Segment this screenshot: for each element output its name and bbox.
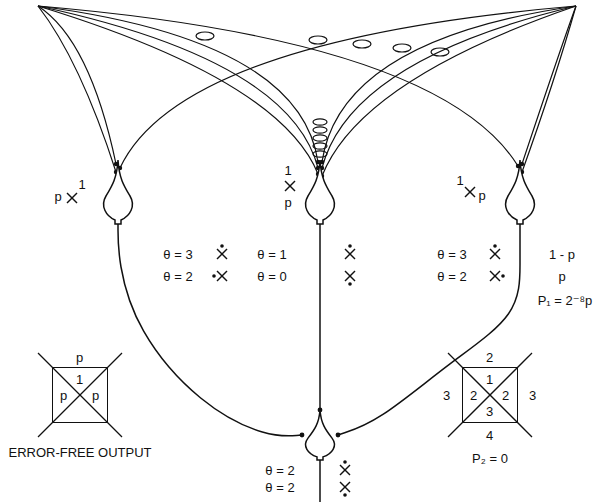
square-diagonals — [38, 353, 532, 437]
input-label: 1 — [284, 164, 291, 177]
cell-value: p — [92, 388, 99, 401]
cross-symbol — [217, 244, 227, 259]
neuron: θ = 3θ = 2 — [502, 160, 538, 224]
input-label: p — [284, 196, 291, 209]
input-fibre — [38, 6, 518, 166]
neuron-outline — [100, 160, 136, 224]
synapse-dot — [300, 433, 305, 438]
input-fibre — [38, 6, 116, 172]
caption-note: ERROR-FREE OUTPUT — [9, 446, 152, 459]
input-fibre — [322, 6, 576, 176]
inhibitory-loop — [313, 143, 327, 149]
threshold-label: θ = 2 — [265, 464, 294, 477]
cross-symbol — [340, 460, 350, 475]
threshold-label: θ = 1 — [257, 248, 286, 261]
input-fibre — [38, 6, 116, 164]
cell-value: 3 — [486, 404, 493, 417]
cell-value: 1 — [486, 372, 493, 385]
truth-square: 21223334 — [462, 367, 518, 423]
input-label: p — [54, 190, 61, 203]
neuron-outline — [502, 160, 538, 224]
cross-symbol — [490, 271, 505, 281]
axon-connector — [118, 224, 302, 436]
output-axon — [319, 460, 321, 502]
cell-value: 4 — [486, 428, 493, 441]
cross-symbol — [285, 181, 295, 191]
input-label: p — [478, 189, 485, 202]
threshold-label: θ = 3 — [163, 248, 192, 261]
cross-symbol — [345, 271, 355, 286]
cross-symbol — [345, 244, 355, 259]
input-label: 1 — [456, 174, 463, 187]
input-fibres — [38, 6, 576, 178]
inhibitory-loop — [313, 135, 327, 141]
cell-value: 2 — [470, 388, 477, 401]
cross-symbol — [67, 193, 77, 203]
cross-symbol — [212, 271, 227, 281]
threshold-label: θ = 3 — [437, 248, 466, 261]
inhibitory-loop — [196, 32, 214, 40]
cell-value: 2 — [502, 388, 509, 401]
input-fibre — [38, 6, 318, 162]
inhibitory-loop — [313, 151, 327, 157]
cross-symbol — [465, 187, 475, 197]
input-label: 1 - p — [549, 248, 575, 261]
threshold-label: θ = 2 — [265, 481, 294, 494]
inhibitory-loop — [309, 36, 327, 44]
truth-square: p1pp — [52, 367, 108, 423]
cell-value: 3 — [529, 388, 536, 401]
input-fibre — [522, 6, 576, 172]
inhibitory-loop — [353, 40, 371, 48]
cell-value: 1 — [76, 372, 83, 385]
cell-value: 2 — [486, 350, 493, 363]
inhibitory-loop — [431, 48, 449, 56]
input-label: p — [558, 270, 565, 283]
threshold-label: θ = 0 — [257, 270, 286, 283]
inhibitory-loop — [393, 44, 411, 52]
output-neuron: θ = 2θ = 2 — [302, 410, 338, 460]
input-fibre — [522, 6, 576, 164]
probability-note: P₂ = 0 — [472, 452, 508, 465]
neuron-outline — [302, 160, 338, 224]
neuron-outline — [302, 410, 338, 460]
input-label: 1 — [78, 178, 85, 191]
inhibitory-loop — [313, 119, 327, 125]
cell-value: p — [76, 350, 83, 363]
cross-symbol — [490, 244, 500, 259]
cross-symbol — [340, 482, 350, 497]
axon-connector — [338, 224, 520, 435]
axon-connector — [319, 224, 321, 410]
probability-note: P₁ = 2⁻⁸p — [538, 294, 593, 307]
synapse-dot — [336, 433, 341, 438]
input-fibre — [38, 6, 318, 174]
cell-value: 3 — [443, 388, 450, 401]
threshold-label: θ = 2 — [437, 270, 466, 283]
inhibitory-loop — [313, 127, 327, 133]
input-fibre — [120, 6, 576, 168]
input-fibre — [322, 6, 576, 162]
crossing-loops — [196, 32, 449, 157]
threshold-label: θ = 2 — [163, 270, 192, 283]
neuron: θ = 3θ = 2 — [100, 160, 136, 224]
input-fibre — [322, 6, 576, 168]
input-fibre — [38, 6, 318, 168]
neuron: θ = 1θ = 0 — [302, 160, 338, 224]
cell-value: p — [60, 388, 67, 401]
